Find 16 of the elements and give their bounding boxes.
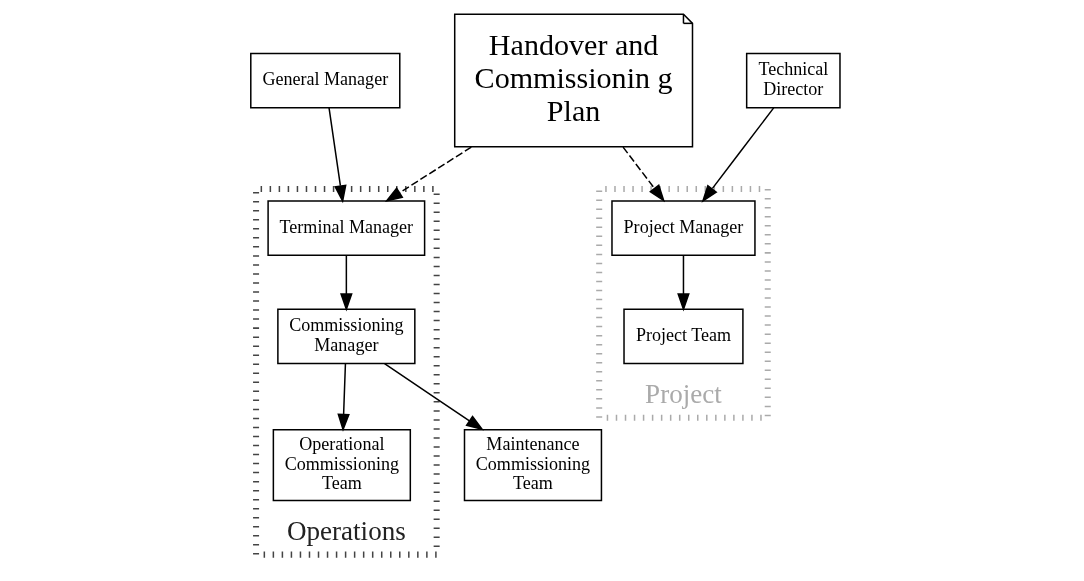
node-box: Project Team xyxy=(623,308,744,365)
arrow xyxy=(622,146,666,203)
arrow xyxy=(328,107,347,204)
node-box: Commissioning Manager xyxy=(277,308,416,365)
arrow xyxy=(340,254,353,312)
node-box: Operational Commissioning Team xyxy=(272,428,412,502)
node-box: Project Manager xyxy=(611,200,756,256)
arrow xyxy=(677,254,690,312)
node-box: General Manager xyxy=(250,52,401,109)
node-box: Maintenance Commissioning Team xyxy=(463,428,603,502)
arrow xyxy=(701,107,775,203)
arrow xyxy=(384,146,473,203)
arrow xyxy=(337,363,350,432)
node-box: Technical Director xyxy=(745,52,841,109)
node-box: Terminal Manager xyxy=(267,200,426,256)
arrow xyxy=(383,362,484,431)
